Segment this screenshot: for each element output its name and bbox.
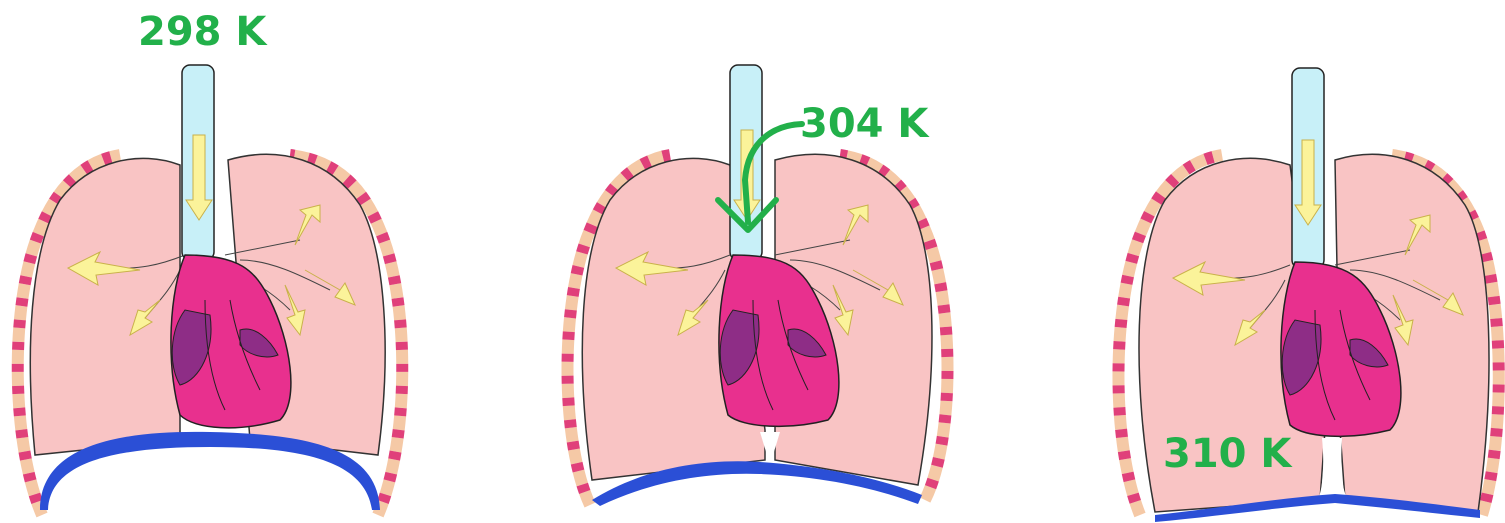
temperature-label: 310 K [1163, 431, 1293, 477]
lung-panel-2: 304 K [568, 65, 948, 506]
temperature-label: 304 K [800, 101, 930, 147]
temperature-label: 298 K [138, 9, 268, 55]
lung-panel-1: 298 K [18, 9, 403, 515]
lung-panel-3: 310 K [1118, 68, 1498, 522]
